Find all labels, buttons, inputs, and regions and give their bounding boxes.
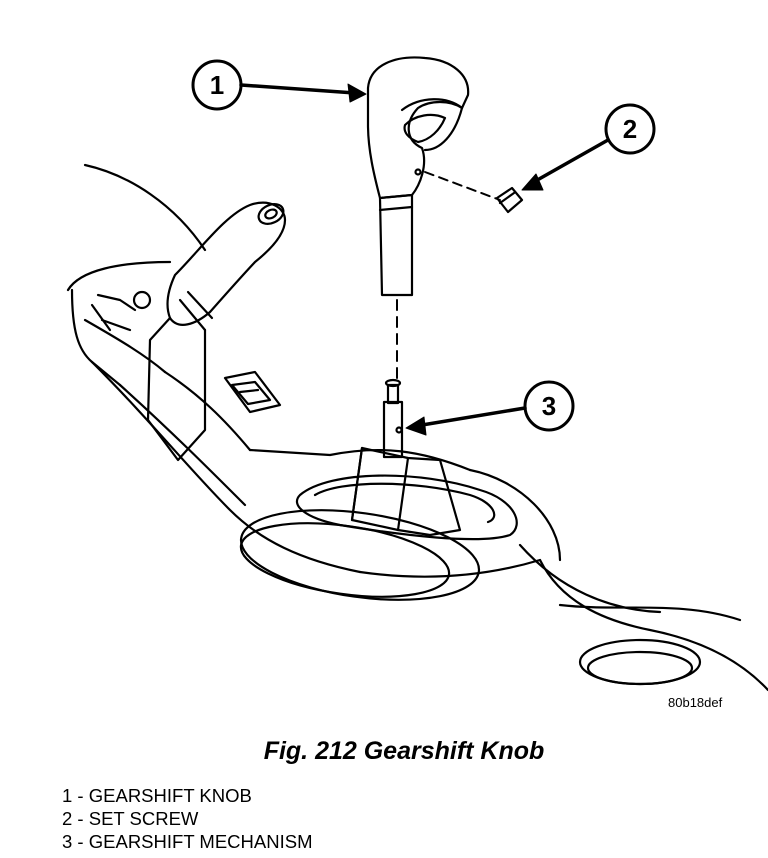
legend-label: GEARSHIFT KNOB [88,785,252,806]
legend-item: 1 - GEARSHIFT KNOB [62,785,252,806]
legend-number: 1 [62,785,73,806]
legend-number: 2 [62,808,73,829]
callout-3: 3 [405,380,575,436]
cup-holder [239,509,702,686]
gearshift-knob [366,56,470,297]
callout-1: 1 [191,59,367,111]
callout-3-label: 3 [542,391,556,421]
legend-number: 3 [62,831,73,852]
screw-line [424,171,501,201]
handbrake-lever [90,201,287,462]
legend-item: 3 - GEARSHIFT MECHANISM [62,831,313,852]
figure-code: 80b18def [668,695,723,710]
legend-item: 2 - SET SCREW [62,808,199,829]
legend-label: GEARSHIFT MECHANISM [88,831,313,852]
figure-caption: Fig. 212 Gearshift Knob [263,737,545,765]
set-screw [495,186,524,214]
gearshift-illustration: 1 2 3 [66,56,768,692]
shift-boot [295,446,518,541]
callout-2: 2 [521,103,656,191]
callout-2-label: 2 [623,114,637,144]
console-switch [223,370,282,414]
legend-label: SET SCREW [88,808,199,829]
callout-1-label: 1 [210,70,224,100]
gearshift-mechanism [382,378,404,459]
parts-legend: 1 - GEARSHIFT KNOB 2 - SET SCREW 3 - GEA… [62,784,312,853]
